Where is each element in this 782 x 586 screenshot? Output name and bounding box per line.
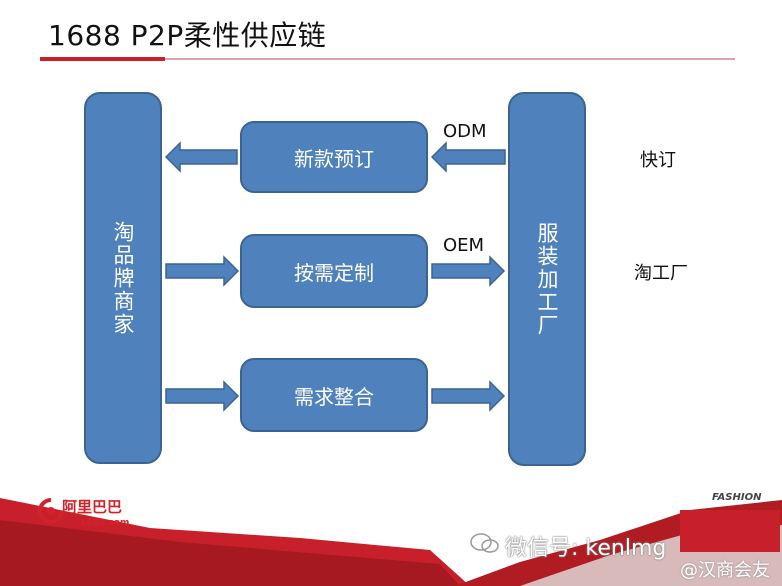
right-pillar-garment-factory: 服装加工厂: [508, 92, 586, 466]
logo-text: 阿里巴巴: [62, 498, 123, 516]
title-underline-red: [40, 57, 165, 61]
left-pillar-brand-merchants: 淘品牌商家: [84, 92, 162, 464]
alibaba-logo-icon: [38, 498, 64, 524]
arrow-label-odm: ODM: [443, 121, 487, 142]
logo-url: 1688.com: [80, 518, 130, 528]
box-new-style-preorder: 新款预订: [240, 121, 428, 193]
arrow-box1-to-left-pillar: [164, 141, 238, 173]
arrow-right-pillar-to-box1: [430, 141, 506, 173]
fashion-badge-text: FASHION: [712, 492, 762, 503]
title-underline-gray: [165, 58, 735, 60]
side-label-quick-order: 快订: [640, 150, 676, 171]
wechat-icon: [470, 533, 499, 553]
side-label-tao-factory: 淘工厂: [634, 263, 688, 284]
slide-title: 1688 P2P柔性供应链: [48, 19, 327, 52]
box-demand-aggregation: 需求整合: [240, 358, 428, 432]
footer-decoration: [0, 498, 782, 586]
arrow-label-oem: OEM: [443, 235, 485, 256]
arrow-left-pillar-to-box2: [165, 255, 240, 287]
left-pillar-label: 淘品牌商家: [111, 220, 135, 336]
box-on-demand-custom: 按需定制: [240, 234, 428, 308]
arrow-box3-to-right-pillar: [431, 380, 506, 412]
watermark-author: @汉商会友: [680, 560, 770, 581]
arrow-left-pillar-to-box3: [165, 380, 240, 412]
right-pillar-label: 服装加工厂: [535, 221, 559, 337]
arrow-box2-to-right-pillar: [431, 255, 506, 287]
watermark-wechat-id: 微信号: kenlmg: [505, 536, 667, 561]
